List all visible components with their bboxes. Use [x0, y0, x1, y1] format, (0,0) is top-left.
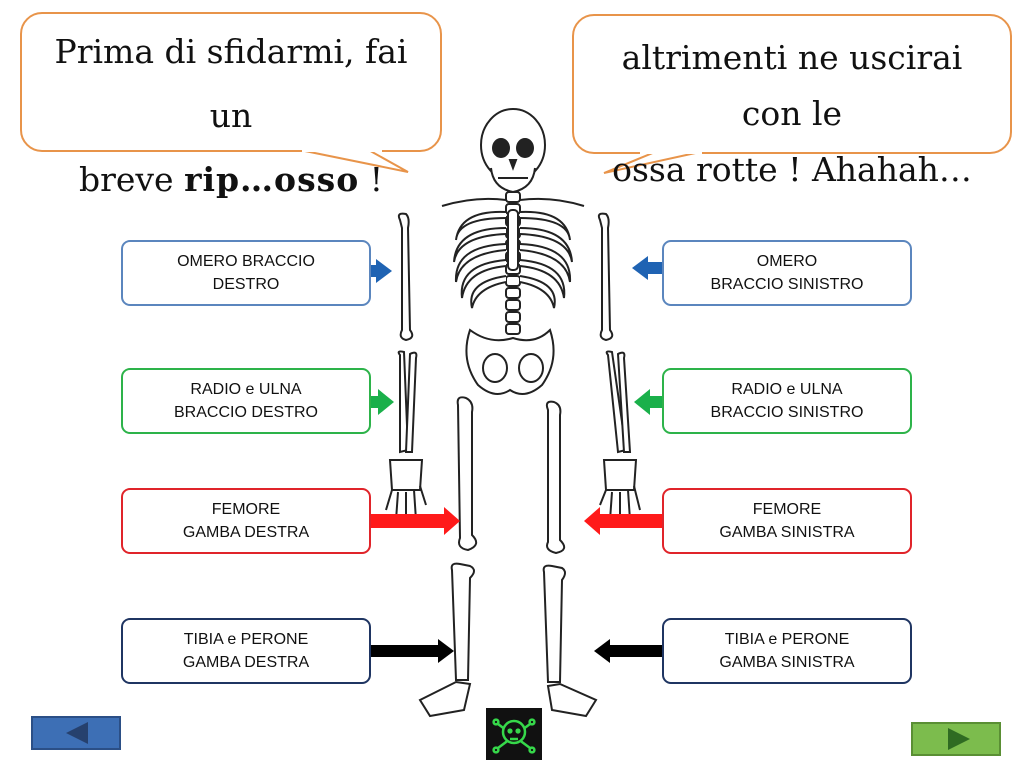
speech-right-line2: ossa rotte ! Ahahah…: [612, 150, 972, 189]
label-line: BRACCIO DESTRO: [173, 404, 318, 421]
skull-crossbones-icon: [492, 718, 536, 754]
label-line: GAMBA DESTRA: [182, 524, 310, 541]
speech-left-line2-suffix: !: [359, 160, 384, 199]
ribcage: [441, 197, 585, 309]
speech-bubble-left: Prima di sfidarmi, fai un breve rip…osso…: [20, 12, 442, 199]
label-line: OMERO: [756, 253, 818, 270]
skeleton-illustration: [385, 108, 641, 718]
triangle-right-icon: [948, 728, 970, 750]
tibias: [418, 562, 598, 718]
label-line: DESTRO: [212, 276, 280, 293]
right-arm: [385, 212, 427, 522]
label-humerus-left[interactable]: OMERO BRACCIO SINISTRO: [662, 240, 912, 306]
label-tibia-left[interactable]: TIBIA e PERONE GAMBA SINISTRA: [662, 618, 912, 684]
label-tibia-right[interactable]: TIBIA e PERONE GAMBA DESTRA: [121, 618, 371, 684]
label-line: GAMBA DESTRA: [182, 654, 310, 671]
label-line: RADIO e ULNA: [731, 381, 843, 398]
label-femur-left[interactable]: FEMORE GAMBA SINISTRA: [662, 488, 912, 554]
label-line: BRACCIO SINISTRO: [710, 404, 864, 421]
next-button[interactable]: [911, 722, 1001, 756]
label-forearm-left[interactable]: RADIO e ULNA BRACCIO SINISTRO: [662, 368, 912, 434]
back-button[interactable]: [31, 716, 121, 750]
speech-left-emphasis: rip…osso: [184, 160, 360, 199]
label-humerus-right[interactable]: OMERO BRACCIO DESTRO: [121, 240, 371, 306]
skull: [480, 108, 546, 194]
label-line: TIBIA e PERONE: [183, 631, 309, 648]
speech-right-line1: altrimenti ne uscirai con le: [621, 38, 963, 133]
label-line: FEMORE: [752, 501, 822, 518]
bubble-tail-covers: [302, 147, 702, 154]
speech-left-line2: breve rip…osso !: [36, 148, 426, 212]
label-line: BRACCIO SINISTRO: [710, 276, 864, 293]
femurs: [456, 396, 566, 555]
speech-bubble-right: altrimenti ne uscirai con le ossa rotte …: [572, 14, 1012, 189]
label-line: TIBIA e PERONE: [724, 631, 850, 648]
label-line: RADIO e ULNA: [190, 381, 302, 398]
label-line: FEMORE: [211, 501, 281, 518]
pelvis: [465, 328, 555, 395]
label-forearm-right[interactable]: RADIO e ULNA BRACCIO DESTRO: [121, 368, 371, 434]
triangle-left-icon: [66, 722, 88, 744]
label-line: GAMBA SINISTRA: [719, 524, 855, 541]
label-line: OMERO BRACCIO: [177, 253, 315, 270]
label-femur-right[interactable]: FEMORE GAMBA DESTRA: [121, 488, 371, 554]
left-arm: [597, 212, 641, 522]
speech-left-line2-prefix: breve: [78, 160, 185, 199]
speech-left-line1: Prima di sfidarmi, fai un: [54, 32, 408, 135]
label-line: GAMBA SINISTRA: [719, 654, 855, 671]
home-button[interactable]: [486, 708, 542, 760]
